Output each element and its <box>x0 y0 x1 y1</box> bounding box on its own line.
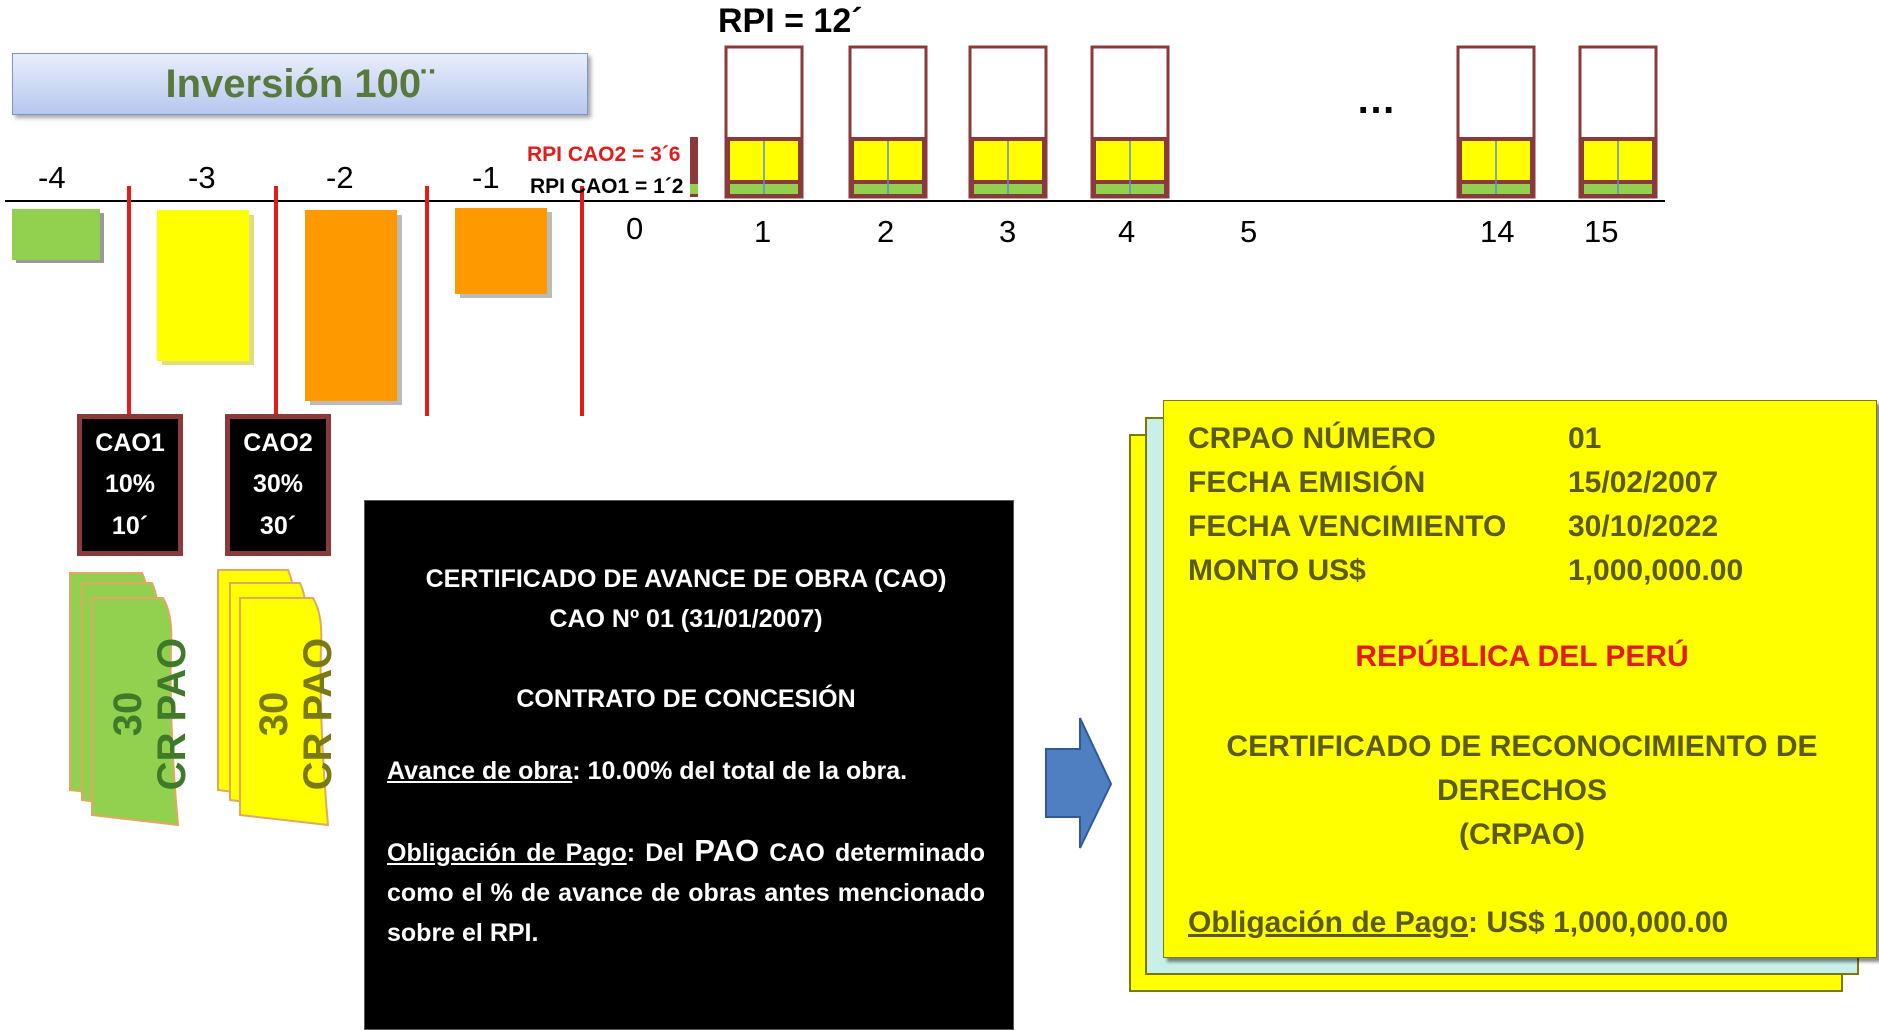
cao-cert-contract: CONTRATO DE CONCESIÓN <box>516 685 856 713</box>
crpao-green-label: 30 CR PAO <box>106 604 194 824</box>
crpao-row-value: 15/02/2007 <box>1568 466 1719 499</box>
crpao-number: 30 <box>106 691 150 737</box>
period-column-zero <box>690 137 698 197</box>
period-column <box>1090 45 1170 199</box>
cao-amount: 10´ <box>111 511 149 540</box>
investment-blocks <box>12 208 552 405</box>
tick-label: 5 <box>1240 214 1258 249</box>
tick-label: 4 <box>1118 214 1136 249</box>
crpao-stack-green <box>69 572 180 827</box>
tick-label: -3 <box>188 160 216 195</box>
column-cao1-fill <box>690 184 698 194</box>
tick-label: -4 <box>38 160 66 195</box>
inversion-title-box: Inversión 100¨ <box>12 53 588 115</box>
crpao-title-1: CERTIFICADO DE RECONOCIMIENTO DE <box>1226 730 1818 763</box>
inversion-title: Inversión 100¨ <box>165 61 435 106</box>
crpao-stack-yellow <box>217 569 330 827</box>
tick-label: 0 <box>626 211 644 246</box>
tick-label: 1 <box>754 214 772 249</box>
period-dividers <box>127 186 584 416</box>
tick-label: 15 <box>1584 214 1619 249</box>
obligacion-text-2: CAO determinado como el % de avance de o… <box>387 839 985 947</box>
rpi-title: RPI = 12´ <box>718 2 863 40</box>
tick-label: -2 <box>326 160 354 195</box>
tick-label: 2 <box>877 214 895 249</box>
crpao-row-value: 01 <box>1568 422 1602 455</box>
period-column <box>848 45 928 199</box>
obligacion-text-1: : Del <box>626 839 695 867</box>
crpao-title-3: (CRPAO) <box>1458 818 1586 851</box>
cao-cert-avance: Avance de obra: 10.00% del total de la o… <box>387 751 985 791</box>
crpao-row: CRPAO NÚMERO 01 <box>1188 417 1856 461</box>
tick-label: 14 <box>1480 214 1515 249</box>
crpao-title-2: DERECHOS <box>1436 774 1608 807</box>
rpi-cao1-label: RPI CAO1 = 1´2 <box>530 175 684 198</box>
cao-amount: 30´ <box>259 511 297 540</box>
crpao-row-value: 1,000,000.00 <box>1568 554 1744 587</box>
crpao-number: 30 <box>252 691 296 737</box>
crpao-certificate: CRPAO NÚMERO 01 FECHA EMISIÓN 15/02/2007 F… <box>1163 400 1877 958</box>
cao1-box: CAO1 10% 10´ <box>77 414 183 556</box>
stack-sheet <box>91 597 180 827</box>
crpao-row-label: MONTO US$ <box>1188 554 1366 587</box>
cao-percent: 30% <box>252 470 304 499</box>
crpao-row: FECHA EMISIÓN 15/02/2007 <box>1188 461 1856 505</box>
period-column <box>1456 45 1536 199</box>
cao-percent: 10% <box>104 470 156 499</box>
crpao-yellow-label: 30 CR PAO <box>252 604 340 824</box>
obligacion-label: Obligación de Pago <box>387 839 627 867</box>
block-period-minus-2 <box>305 210 397 401</box>
cao2-box: CAO2 30% 30´ <box>225 414 331 556</box>
block-period-minus-4 <box>12 209 100 260</box>
tick-label: -1 <box>472 160 500 195</box>
crpao-row: FECHA VENCIMIENTO 30/10/2022 <box>1188 505 1856 549</box>
crpao-row-label: CRPAO NÚMERO <box>1188 422 1436 455</box>
period-columns <box>690 45 1658 199</box>
cao-name: CAO1 <box>95 429 165 458</box>
crpao-obligacion-label: Obligación de Pago <box>1188 906 1469 939</box>
period-column <box>968 45 1048 199</box>
avance-label: Avance de obra <box>387 757 573 785</box>
period-column <box>1578 45 1658 199</box>
cao-cert-title: CERTIFICADO DE AVANCE DE OBRA (CAO) <box>425 565 947 593</box>
avance-text: : 10.00% del total de la obra. <box>572 757 908 785</box>
cao-certificate: CERTIFICADO DE AVANCE DE OBRA (CAO) CAO … <box>364 500 1014 1030</box>
crpao-text: CR PAO <box>296 637 340 791</box>
obligacion-pao: PAO <box>694 833 760 868</box>
crpao-row-label: FECHA EMISIÓN <box>1188 466 1426 499</box>
period-column <box>724 45 804 199</box>
column-base <box>690 137 698 197</box>
right-arrow-icon <box>1045 717 1113 849</box>
crpao-text: CR PAO <box>150 637 194 791</box>
block-period-minus-1 <box>455 208 547 294</box>
tick-label: 3 <box>999 214 1017 249</box>
crpao-obligacion-value: : US$ 1,000,000.00 <box>1468 906 1729 939</box>
cao-name: CAO2 <box>243 429 313 458</box>
ellipsis: … <box>1356 78 1396 122</box>
crpao-republica: REPÚBLICA DEL PERÚ <box>1355 640 1689 673</box>
cao-cert-subtitle: CAO Nº 01 (31/01/2007) <box>549 605 823 633</box>
crpao-row-label: FECHA VENCIMIENTO <box>1188 510 1507 543</box>
crpao-obligacion: Obligación de Pago: US$ 1,000,000.00 <box>1188 901 1856 945</box>
block-period-minus-3 <box>157 210 249 361</box>
crpao-row-value: 30/10/2022 <box>1568 510 1719 543</box>
crpao-row: MONTO US$ 1,000,000.00 <box>1188 549 1856 593</box>
stack-sheet <box>239 597 330 827</box>
cao-cert-obligacion: Obligación de Pago: Del PAO CAO determin… <box>387 831 985 953</box>
rpi-cao2-label: RPI CAO2 = 3´6 <box>527 143 681 166</box>
